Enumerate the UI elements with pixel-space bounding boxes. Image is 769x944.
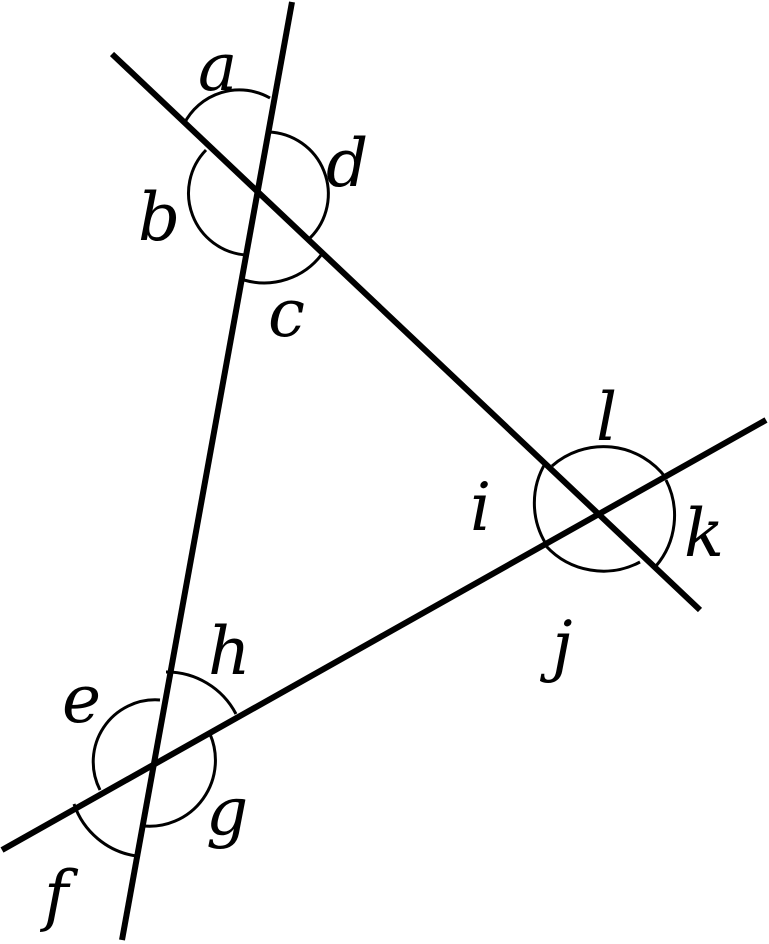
label-f: f xyxy=(39,857,79,934)
angle-arc-d xyxy=(267,130,330,240)
label-d: d xyxy=(326,125,368,202)
angle-arc-i xyxy=(532,461,548,545)
label-e: e xyxy=(62,661,101,738)
label-i: i xyxy=(470,469,491,546)
label-j: j xyxy=(539,607,572,684)
label-g: g xyxy=(206,773,248,850)
line-left xyxy=(119,1,295,941)
angle-arc-l xyxy=(551,445,668,479)
angle-arc-b xyxy=(187,148,247,257)
line-lower xyxy=(0,417,768,853)
angle-arc-j xyxy=(544,544,641,573)
angle-arc-g xyxy=(143,733,217,828)
label-c: c xyxy=(268,275,305,352)
label-a: a xyxy=(198,29,237,106)
angle-arc-k xyxy=(654,479,677,567)
angle-arc-a xyxy=(182,88,271,125)
angle-arc-e xyxy=(91,698,161,791)
angle-arc-h xyxy=(165,670,238,715)
angle-arc-c xyxy=(243,253,324,285)
line-diagonal xyxy=(109,51,703,613)
angle-arc-f xyxy=(72,803,137,858)
label-l: l xyxy=(596,379,617,456)
label-h: h xyxy=(208,613,251,690)
label-b: b xyxy=(138,179,180,256)
label-k: k xyxy=(684,495,724,572)
